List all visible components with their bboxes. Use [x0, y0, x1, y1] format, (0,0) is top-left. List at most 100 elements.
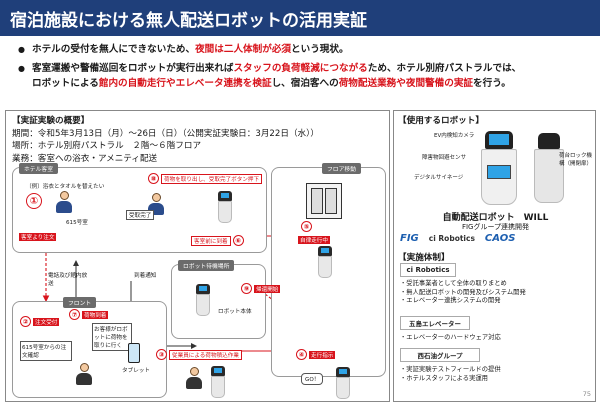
- bullet-2-text-5: を行う。: [473, 78, 511, 89]
- step-7-note: お客様がロボットに荷物を取りに行く: [92, 323, 132, 351]
- step-3: ③ 従業員による荷物積込作業: [156, 349, 242, 360]
- step-5-number: ⑤: [301, 221, 312, 232]
- robot-departing: [336, 367, 350, 399]
- org2-roles: ・エレベーターのハードウェア対応: [400, 334, 501, 343]
- robot-loading: [211, 366, 225, 398]
- bullet-1-text-1: ホテルの受付を無人にできないため、: [32, 44, 196, 55]
- bullet-2-text-3: ロボットによる: [32, 78, 99, 89]
- overview-heading: 【実証実験の概要】: [12, 116, 90, 126]
- overview-task: 業務：客室への浴衣・アメニティ配送: [12, 153, 158, 164]
- staff-figure: [76, 363, 92, 385]
- robot-standby: [196, 284, 210, 316]
- org2-role-1: ・エレベーターのハードウェア対応: [400, 334, 501, 341]
- org1-role-1: ・受託事業者として全体の取りまとめ: [400, 280, 507, 287]
- step-9-label: 帰還開始: [254, 284, 281, 293]
- robot-heading: 【使用するロボット】: [398, 116, 484, 126]
- robot-name: 自動配送ロボット WILL: [442, 213, 549, 223]
- robot-subtitle: FIGグループ連携開発: [461, 223, 530, 231]
- area-robot-standby: ロボット待機場所: [171, 260, 266, 339]
- step-7-label: 荷物到着: [82, 310, 109, 319]
- overview-info: 【実証実験の概要】 期間：令和5年3月13日（月）〜26日（日）（公開実証実験日…: [12, 115, 319, 165]
- step-4: ④ 走行指示: [296, 349, 336, 360]
- caos-logo: CAOS: [484, 233, 516, 244]
- step-8-label: 荷物を取り出し、受取完了ボタン押下: [161, 173, 263, 184]
- step-1-example: 〔例〕浴衣とタオルを替えたい: [26, 184, 105, 190]
- step-2-note: 615号室からの注文確認: [20, 341, 72, 361]
- label-lock: 荷台ロック機構（開閉扉）: [559, 153, 593, 167]
- experiment-overview-panel: 【実証実験の概要】 期間：令和5年3月13日（月）〜26日（日）（公開実証実験日…: [5, 110, 390, 402]
- step-2-number: ②: [20, 316, 31, 327]
- step-3-label: 従業員による荷物積込作業: [169, 349, 242, 360]
- step-8-note: 受取完了: [126, 210, 155, 220]
- org3-role-1: ・実証実験テストフィールドの提供: [400, 366, 501, 373]
- step-9: ⑨ 帰還開始: [241, 283, 281, 294]
- bullet-list: ホテルの受付を無人にできないため、夜間は二人体制が必須という現状。 客室運搬や警…: [18, 42, 593, 92]
- step-9-number: ⑨: [241, 283, 252, 294]
- bullet-1-text-2: という現状。: [291, 44, 349, 55]
- robot-in-elevator: [318, 246, 332, 278]
- go-bubble: GO！: [301, 373, 324, 385]
- step-2-label: 注文受付: [33, 317, 60, 326]
- step-5: ⑤: [301, 221, 312, 232]
- loading-staff-figure: [186, 367, 202, 389]
- title-bar: 宿泊施設における無人配送ロボットの活用実証: [0, 0, 600, 36]
- page-title: 宿泊施設における無人配送ロボットの活用実証: [10, 10, 367, 31]
- overview-place: 場所：ホテル別府パストラル ２階〜６階フロア: [12, 141, 202, 151]
- label-ev-camera: EV内検知カメラ: [434, 133, 475, 139]
- step-6: 客室前に到着 ⑥: [191, 235, 244, 246]
- call-label-2: 到着通知: [134, 273, 157, 279]
- tablet-label: タブレット: [122, 368, 150, 374]
- tablet-icon: [128, 343, 140, 363]
- bullet-2-highlight-3: 荷物配送業務や夜間警備の実証: [338, 78, 474, 89]
- step-2: ② 注文受付: [20, 316, 60, 327]
- org2-logo: 五島エレベーター: [400, 316, 470, 330]
- area-tag-room: ホテル客室: [19, 163, 58, 174]
- area-tag-standby: ロボット待機場所: [178, 260, 235, 271]
- step-1-order: 客室より注文: [19, 233, 57, 241]
- partner-logos: FIG ci Robotics CAOS: [400, 233, 515, 244]
- org1-role-3: ・エレベーター連携システムの開発: [400, 297, 501, 304]
- ci-robotics-logo: ci Robotics: [428, 234, 475, 243]
- bullet-2-highlight-2: 館内の自動走行やエレベータ連携を検証: [98, 78, 272, 89]
- robot-and-structure-panel: 【使用するロボット】 EV内検知カメラ 障害物回避センサ デジタルサイネージ 荷…: [393, 110, 596, 402]
- bullet-2-highlight-1: スタッフの負荷軽減につながる: [233, 62, 368, 74]
- org3-role-2: ・ホテルスタッフによる実運用: [400, 374, 488, 382]
- step-8: ⑧ 荷物を取り出し、受取完了ボタン押下: [148, 173, 263, 184]
- bullet-2-text-2: ため、ホテル別府パストラルでは、: [367, 62, 522, 74]
- step-6-label: 客室前に到着: [191, 235, 231, 246]
- step-1-number: ①: [26, 193, 42, 209]
- area-tag-floor: フロア移動: [322, 163, 361, 174]
- step-4-number: ④: [296, 349, 307, 360]
- area-tag-front: フロント: [63, 297, 97, 308]
- bullet-1: ホテルの受付を無人にできないため、夜間は二人体制が必須という現状。: [18, 42, 593, 58]
- bullet-2: 客室運搬や警備巡回をロボットが実行出来ればスタッフの負荷軽減につながるため、ホテ…: [18, 61, 593, 92]
- step-1: 〔例〕浴衣とタオルを替えたい: [26, 182, 104, 190]
- overview-period: 期間：令和5年3月13日（月）〜26日（日）（公開実証実験日：3月22日（水））: [12, 128, 320, 139]
- structure-heading: 【実施体制】: [398, 253, 450, 263]
- robot-station-label: ロボット本体: [218, 309, 252, 315]
- step-7: ⑦ 荷物到着: [69, 309, 109, 320]
- room-number: 615号室: [66, 220, 88, 226]
- label-obstacle-sensor: 障害物回避センサ: [422, 155, 467, 161]
- org3-roles: ・実証実験テストフィールドの提供 ・ホテルスタッフによる実運用: [400, 366, 501, 383]
- step-7-number: ⑦: [69, 309, 80, 320]
- guest-figure: [56, 191, 72, 213]
- org3-logo: 西石油グループ: [400, 348, 480, 362]
- bullet-2-text-1: 客室運搬や警備巡回をロボットが実行出来れば: [32, 62, 234, 74]
- step-3-number: ③: [156, 349, 167, 360]
- org1-role-2: ・無人配送ロボットの開発及びシステム開発: [400, 288, 526, 296]
- page-number: 75: [582, 390, 591, 398]
- bullet-2-text-4: し、宿泊客への: [271, 78, 339, 89]
- robot-illustration: [479, 131, 519, 207]
- bullet-1-highlight: 夜間は二人体制が必須: [195, 44, 292, 55]
- org1-logo: ci Robotics: [400, 263, 456, 277]
- label-digital-signage: デジタルサイネージ: [414, 175, 464, 181]
- step-5-label: 自律走行中: [298, 236, 330, 244]
- step-4-label: 走行指示: [309, 350, 336, 359]
- step-8-number: ⑧: [148, 173, 159, 184]
- robot-at-room: [218, 191, 232, 223]
- org1-roles: ・受託事業者として全体の取りまとめ ・無人配送ロボットの開発及びシステム開発 ・…: [400, 280, 526, 306]
- fig-logo: FIG: [400, 233, 419, 244]
- step-6-number: ⑥: [232, 235, 244, 246]
- robot-illustration-2: [534, 133, 564, 205]
